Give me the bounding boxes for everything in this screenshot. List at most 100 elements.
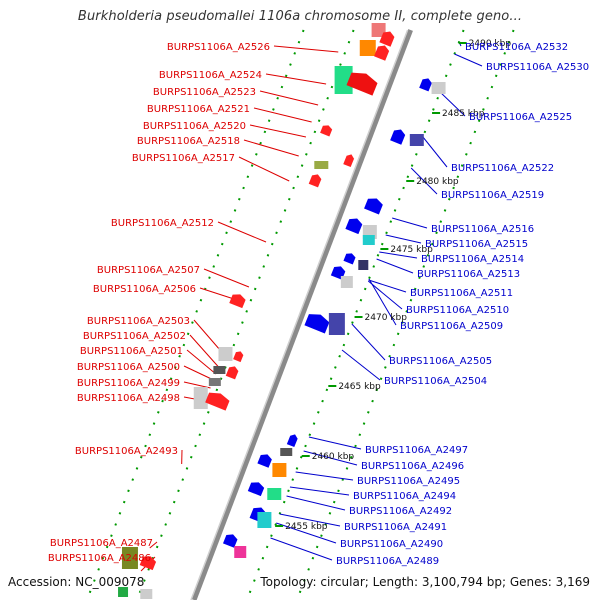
gene-arrow[interactable]: [346, 68, 379, 96]
left-gene-label[interactable]: BURPS1106A_A2506: [93, 284, 196, 295]
gene-block[interactable]: [371, 23, 386, 37]
gene-block[interactable]: [257, 512, 272, 528]
topology-text: Topology: circular; Length: 3,100,794 bp…: [260, 575, 590, 589]
left-gene-label[interactable]: BURPS1106A_A2512: [111, 218, 214, 229]
right-gene-label[interactable]: BURPS1106A_A2515: [425, 239, 528, 250]
gene-arrow[interactable]: [345, 216, 363, 235]
gene-arrow[interactable]: [139, 554, 157, 571]
right-leader-line: [368, 278, 397, 326]
left-leader-line: [253, 107, 312, 123]
left-leader-line: [217, 221, 267, 243]
right-gene-label[interactable]: BURPS1106A_A2513: [417, 269, 520, 280]
right-gene-label[interactable]: BURPS1106A_A2530: [486, 62, 589, 73]
right-gene-label[interactable]: BURPS1106A_A2495: [357, 476, 460, 487]
gene-arrow[interactable]: [229, 292, 246, 309]
left-gene-label[interactable]: BURPS1106A_A2524: [159, 70, 262, 81]
gene-block[interactable]: [340, 276, 353, 288]
gene-arrow[interactable]: [304, 310, 330, 334]
right-gene-label[interactable]: BURPS1106A_A2525: [469, 112, 572, 123]
right-gene-label[interactable]: BURPS1106A_A2490: [340, 539, 443, 550]
right-gene-label[interactable]: BURPS1106A_A2489: [336, 556, 439, 567]
gene-arrow[interactable]: [222, 532, 239, 548]
left-gene-label[interactable]: BURPS1106A_A2523: [153, 87, 256, 98]
gene-arrow[interactable]: [225, 365, 240, 380]
right-gene-label[interactable]: BURPS1106A_A2496: [361, 461, 464, 472]
gene-block[interactable]: [267, 488, 282, 500]
guide-track-2: [136, 29, 355, 600]
right-gene-label[interactable]: BURPS1106A_A2519: [441, 190, 544, 201]
left-gene-label[interactable]: BURPS1106A_A2518: [137, 136, 240, 147]
left-gene-label[interactable]: BURPS1106A_A2487: [50, 538, 153, 549]
gene-block[interactable]: [358, 260, 369, 270]
gene-block[interactable]: [118, 587, 129, 597]
right-gene-label[interactable]: BURPS1106A_A2505: [389, 356, 492, 367]
left-gene-label[interactable]: BURPS1106A_A2499: [77, 378, 180, 389]
left-gene-label[interactable]: BURPS1106A_A2507: [97, 265, 200, 276]
right-gene-label[interactable]: BURPS1106A_A2494: [353, 491, 456, 502]
right-gene-label[interactable]: BURPS1106A_A2510: [406, 305, 509, 316]
right-leader-line: [270, 537, 333, 561]
right-gene-label[interactable]: BURPS1106A_A2511: [410, 288, 513, 299]
right-leader-line: [422, 136, 448, 168]
left-gene-label[interactable]: BURPS1106A_A2501: [80, 346, 183, 357]
gene-block[interactable]: [140, 589, 153, 599]
left-gene-label[interactable]: BURPS1106A_A2517: [132, 153, 235, 164]
right-gene-label[interactable]: BURPS1106A_A2514: [421, 254, 524, 265]
right-gene-label[interactable]: BURPS1106A_A2532: [465, 42, 568, 53]
gene-arrow[interactable]: [247, 480, 265, 497]
gene-block[interactable]: [359, 40, 376, 56]
gene-arrow[interactable]: [233, 350, 244, 363]
left-gene-label[interactable]: BURPS1106A_A2486: [48, 553, 151, 564]
kbp-marker-label: 2485 kbp: [442, 109, 485, 119]
right-leader-line: [392, 217, 428, 229]
gene-block[interactable]: [314, 161, 329, 169]
gene-block[interactable]: [121, 547, 138, 569]
gene-arrow[interactable]: [419, 77, 433, 92]
gene-arrow[interactable]: [343, 153, 355, 168]
left-gene-label[interactable]: BURPS1106A_A2493: [75, 446, 178, 457]
gene-arrow[interactable]: [390, 127, 406, 145]
right-gene-label[interactable]: BURPS1106A_A2516: [431, 224, 534, 235]
right-gene-label[interactable]: BURPS1106A_A2522: [451, 163, 554, 174]
gene-block[interactable]: [409, 134, 424, 146]
gene-arrow[interactable]: [364, 196, 384, 215]
gene-block[interactable]: [218, 347, 233, 361]
left-gene-label[interactable]: BURPS1106A_A2521: [147, 104, 250, 115]
gene-block[interactable]: [213, 366, 226, 374]
left-gene-label[interactable]: BURPS1106A_A2520: [143, 121, 246, 132]
gene-block[interactable]: [334, 66, 353, 94]
gene-arrow[interactable]: [286, 433, 299, 448]
gene-arrow[interactable]: [379, 29, 395, 47]
left-gene-label[interactable]: BURPS1106A_A2498: [77, 393, 180, 404]
kbp-marker-label: 2490 kbp: [469, 39, 512, 49]
gene-arrow[interactable]: [374, 43, 390, 61]
left-leader-line: [149, 541, 158, 549]
right-leader-line: [308, 436, 362, 450]
left-gene-label[interactable]: BURPS1106A_A2503: [87, 316, 190, 327]
left-gene-label[interactable]: BURPS1106A_A2500: [77, 362, 180, 373]
gene-arrow[interactable]: [308, 173, 323, 188]
gene-block[interactable]: [208, 378, 221, 386]
gene-block[interactable]: [431, 82, 446, 94]
gene-block[interactable]: [193, 387, 208, 409]
right-gene-label[interactable]: BURPS1106A_A2492: [349, 506, 452, 517]
gene-block[interactable]: [280, 448, 293, 456]
gene-block[interactable]: [234, 546, 247, 558]
left-leader-line: [238, 156, 290, 182]
gene-arrow[interactable]: [320, 123, 333, 137]
right-gene-label[interactable]: BURPS1106A_A2504: [384, 376, 487, 387]
gene-block[interactable]: [272, 463, 287, 477]
gene-arrow[interactable]: [205, 389, 231, 411]
left-gene-label[interactable]: BURPS1106A_A2502: [83, 331, 186, 342]
gene-arrow[interactable]: [257, 452, 273, 468]
gene-block[interactable]: [362, 235, 375, 245]
right-gene-label[interactable]: BURPS1106A_A2491: [344, 522, 447, 533]
right-gene-label[interactable]: BURPS1106A_A2497: [365, 445, 468, 456]
gene-arrow[interactable]: [343, 251, 356, 265]
gene-block[interactable]: [328, 313, 345, 335]
right-leader-line: [341, 349, 381, 381]
left-gene-label[interactable]: BURPS1106A_A2526: [167, 42, 270, 53]
right-gene-label[interactable]: BURPS1106A_A2509: [400, 321, 503, 332]
kbp-marker-label: 2455 kbp: [285, 522, 328, 532]
